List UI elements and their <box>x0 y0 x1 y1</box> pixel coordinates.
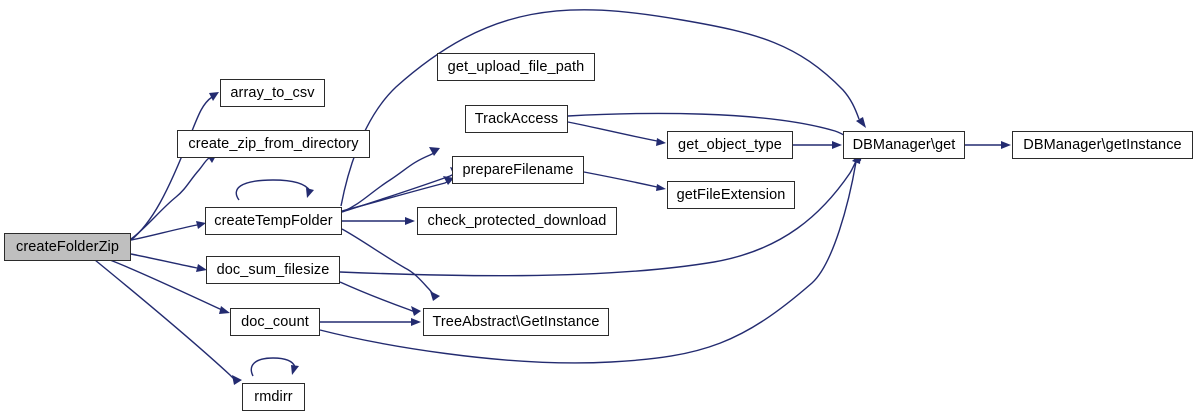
arrowhead-icon <box>443 176 454 185</box>
arrowhead-icon <box>209 92 219 101</box>
graph-edge-prepareFilename-to-getFileExtension <box>583 171 666 191</box>
graph-node-TrackAccess[interactable]: TrackAccess <box>465 105 568 133</box>
graph-edge-createFolderZip-to-createTempFolder <box>130 221 206 241</box>
graph-node-rmdirr[interactable]: rmdirr <box>242 383 305 411</box>
arrowhead-icon <box>219 306 230 314</box>
graph-edge-doc_count-to-TreeAbstractGetInstance <box>320 318 421 326</box>
arrowhead-icon <box>1001 141 1011 149</box>
arrowhead-icon <box>856 117 866 128</box>
arrowhead-icon <box>232 375 242 385</box>
graph-node-array_to_csv[interactable]: array_to_csv <box>220 79 325 107</box>
arrowhead-icon <box>291 365 299 375</box>
arrowhead-icon <box>196 221 206 229</box>
graph-node-getFileExtension[interactable]: getFileExtension <box>667 181 795 209</box>
graph-node-DBManagerGet[interactable]: DBManager\get <box>843 131 965 159</box>
graph-node-prepareFilename[interactable]: prepareFilename <box>452 156 584 184</box>
arrowhead-icon <box>656 184 666 191</box>
graph-edge-createTempFolder-to-createTempFolder <box>235 179 314 201</box>
graph-node-createTempFolder[interactable]: createTempFolder <box>205 207 342 235</box>
arrowhead-icon <box>429 147 440 156</box>
graph-edge-get_object_type-to-DBManagerGet <box>793 141 842 149</box>
graph-edge-createTempFolder-to-prepareFilename <box>341 176 454 212</box>
graph-edge-createTempFolder-to-check_protected_download <box>342 217 415 225</box>
arrowhead-icon <box>430 291 440 301</box>
graph-node-DBManagerGetInstance[interactable]: DBManager\getInstance <box>1012 131 1193 159</box>
arrowhead-icon <box>306 188 314 198</box>
arrowhead-icon <box>411 318 421 326</box>
graph-edge-createFolderZip-to-rmdirr <box>94 259 242 385</box>
arrowhead-icon <box>832 141 842 149</box>
graph-edge-createFolderZip-to-doc_count <box>109 259 230 314</box>
graph-node-get_object_type[interactable]: get_object_type <box>667 131 793 159</box>
graph-node-create_zip_from_directory[interactable]: create_zip_from_directory <box>177 130 370 158</box>
graph-node-get_upload_file_path[interactable]: get_upload_file_path <box>437 53 595 81</box>
arrowhead-icon <box>196 264 207 272</box>
arrowhead-icon <box>656 138 666 146</box>
graph-edge-rmdirr-to-rmdirr <box>250 357 299 377</box>
graph-edge-TrackAccess-to-get_object_type <box>567 121 666 146</box>
graph-edge-DBManagerGet-to-DBManagerGetInstance <box>965 141 1011 149</box>
graph-edge-doc_sum_filesize-to-TreeAbstractGetInstance <box>339 281 421 316</box>
graph-node-check_protected_download[interactable]: check_protected_download <box>417 207 617 235</box>
arrowhead-icon <box>411 306 421 316</box>
graph-edge-createFolderZip-to-doc_sum_filesize <box>130 253 207 272</box>
graph-edge-createTempFolder-to-TreeAbstractGetInstance <box>341 228 440 301</box>
graph-edge-createTempFolder-to-TrackAccess <box>341 167 461 213</box>
graph-edge-createTempFolder-to-get_upload_file_path <box>341 147 440 213</box>
graph-node-doc_count[interactable]: doc_count <box>230 308 320 336</box>
graph-node-createFolderZip[interactable]: createFolderZip <box>4 233 131 261</box>
graph-node-doc_sum_filesize[interactable]: doc_sum_filesize <box>206 256 340 284</box>
arrowhead-icon <box>405 217 415 225</box>
graph-edge-createTempFolder-to-DBManagerGet <box>340 9 866 207</box>
graph-node-TreeAbstractGetInstance[interactable]: TreeAbstract\GetInstance <box>423 308 609 336</box>
